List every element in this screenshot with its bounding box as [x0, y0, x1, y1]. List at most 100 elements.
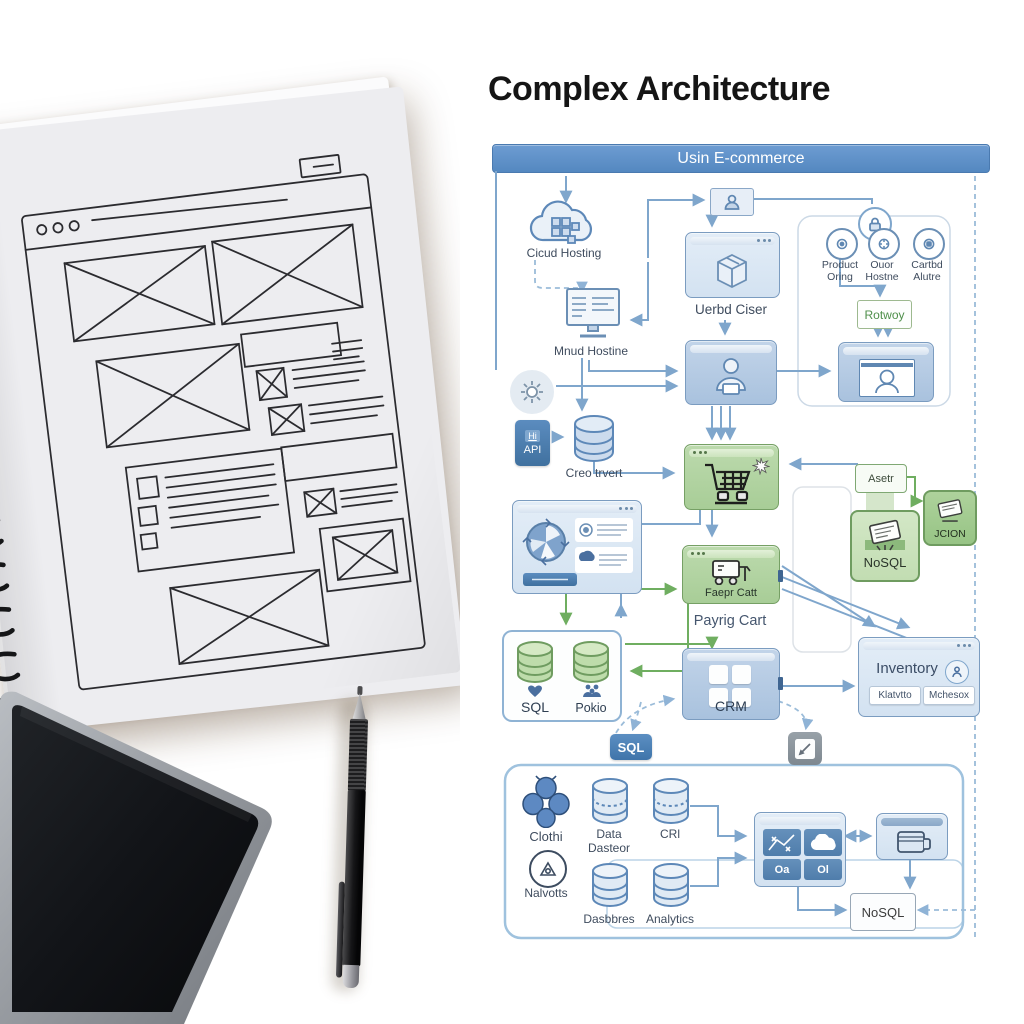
api-icon: Hi: [525, 430, 540, 442]
jcion-label: JCION: [934, 528, 966, 540]
page-title: Complex Architecture: [488, 70, 831, 108]
connector-lines: [495, 171, 976, 940]
analytics-db-icon: [653, 863, 689, 907]
creo-database-icon: [570, 414, 618, 464]
folder-window-titlebar: [881, 818, 943, 826]
people-icon: [583, 684, 601, 697]
dashboard-tile-oa: Oa: [763, 859, 801, 880]
starburst-icon: [752, 457, 770, 475]
service-label-2: Ouor Hostne: [865, 259, 899, 283]
faepr-window: Faepr Catt: [682, 545, 783, 604]
heart-icon: [528, 685, 542, 697]
analytics-window: [512, 500, 642, 594]
nosql-green-box: NoSQL: [850, 510, 920, 582]
stat-card: [575, 547, 633, 573]
crm-grid-icon: [709, 665, 751, 707]
pen-ferrule: [342, 964, 360, 989]
dasbbres-db-icon: [592, 863, 628, 907]
cloud-hosting-label: Cicud Hosting: [526, 246, 602, 260]
package-cube-icon: [717, 253, 747, 289]
monitor-label: Mnud Hostine: [553, 344, 629, 358]
banner: Usin E-commerce: [492, 144, 990, 173]
sql-db-label: SQL: [520, 699, 550, 715]
rotwoy-label: Rotwoy: [864, 307, 905, 322]
api-label: API: [523, 444, 542, 456]
sql-badge-label: SQL: [617, 739, 645, 755]
pencil-icon: [795, 738, 815, 759]
pokio-database-icon: [573, 641, 609, 683]
dashboard-tiles: Oa Ol: [763, 829, 842, 880]
cri-db-icon: [653, 778, 689, 824]
document-icon: [937, 499, 963, 522]
order-service-icon: [868, 228, 900, 260]
folder-icon: [897, 831, 931, 853]
inventory-window: Inventory Klatvtto Mchesox: [858, 637, 980, 717]
clover-icon: [522, 775, 570, 828]
data-dasteor-db-icon: [592, 778, 628, 824]
cloud-hosting-icon: [522, 196, 606, 254]
crm-window: CRM: [682, 648, 783, 720]
dashboard-titlebar: [759, 817, 841, 825]
nosql-green-label: NoSQL: [863, 555, 907, 570]
triangle-circle-icon: [529, 850, 567, 888]
jcion-box: JCION: [923, 490, 977, 546]
api-badge: Hi API: [515, 420, 550, 466]
scatter-chart-tile: [763, 829, 801, 856]
desk-photo: [0, 0, 460, 1024]
cloud-tile: [804, 829, 842, 856]
window-dots-icon: [693, 451, 707, 454]
pie-chart-cycle-icon: [522, 518, 570, 566]
store-window-label: Uerbd Ciser: [694, 302, 768, 317]
nalvotts-label: Nalvotts: [524, 886, 568, 900]
creo-db-label: Creo trvert: [565, 466, 623, 480]
shopping-cart-icon: [705, 463, 751, 505]
faepr-window-label: Faepr Catt: [705, 587, 757, 599]
cart-service-icon: [913, 228, 945, 260]
window-dots-icon: [691, 552, 705, 555]
analytics-window-titlebar: [517, 505, 637, 513]
user-browser-window: [685, 340, 777, 405]
analytics-db-label: Analytics: [645, 912, 695, 926]
rotwoy-box: Rotwoy: [857, 300, 912, 329]
edit-badge: [788, 732, 822, 765]
cart-window: [684, 444, 779, 510]
pokio-db-label: Pokio: [575, 701, 607, 715]
banner-label: Usin E-commerce: [677, 149, 805, 167]
nosql-bottom-box: NoSQL: [850, 893, 916, 931]
window-dots-icon: [757, 239, 771, 242]
profile-window-titlebar: [843, 347, 929, 355]
sql-pokio-group: SQL Pokio: [502, 630, 622, 722]
crm-window-titlebar: [687, 653, 775, 661]
sql-database-icon: [517, 641, 553, 683]
user-icon: [716, 358, 746, 395]
gear-icon: [510, 370, 554, 414]
document-icon: [865, 519, 905, 551]
pen-body: [342, 789, 366, 967]
architecture-diagram-panel: Complex Architecture Usin E-commerce: [460, 0, 1024, 1024]
service-label-1: Product Oring: [821, 259, 859, 283]
data-dasteor-label: Data Dasteor: [587, 827, 631, 855]
dashboard-tile-ol: Ol: [804, 859, 842, 880]
inventory-chip-2: Mchesox: [923, 686, 975, 705]
dashboard-window: Oa Ol: [754, 812, 846, 887]
product-service-icon: [826, 228, 858, 260]
sql-badge: SQL: [610, 734, 652, 760]
payment-machine-icon: [712, 560, 751, 585]
profile-window: [838, 342, 934, 402]
faepr-window-titlebar: [687, 550, 775, 558]
store-window-titlebar: [690, 237, 775, 245]
wireframe-sketch: [21, 154, 426, 691]
user-card-icon: [710, 188, 754, 216]
inventory-window-titlebar: [863, 642, 975, 650]
tablet: [0, 691, 272, 1024]
stat-card: [575, 518, 633, 542]
inventory-title: Inventory: [876, 660, 938, 677]
inventory-user-icon: [945, 660, 969, 684]
user-browser-titlebar: [690, 345, 772, 353]
inventory-chip-1: Klatvtto: [869, 686, 921, 705]
service-label-3: Cartbd Alutre: [911, 259, 943, 283]
clothi-label: Clothi: [529, 829, 563, 844]
pen-cone: [351, 693, 369, 721]
dasbbres-db-label: Dasbbres: [583, 912, 635, 926]
